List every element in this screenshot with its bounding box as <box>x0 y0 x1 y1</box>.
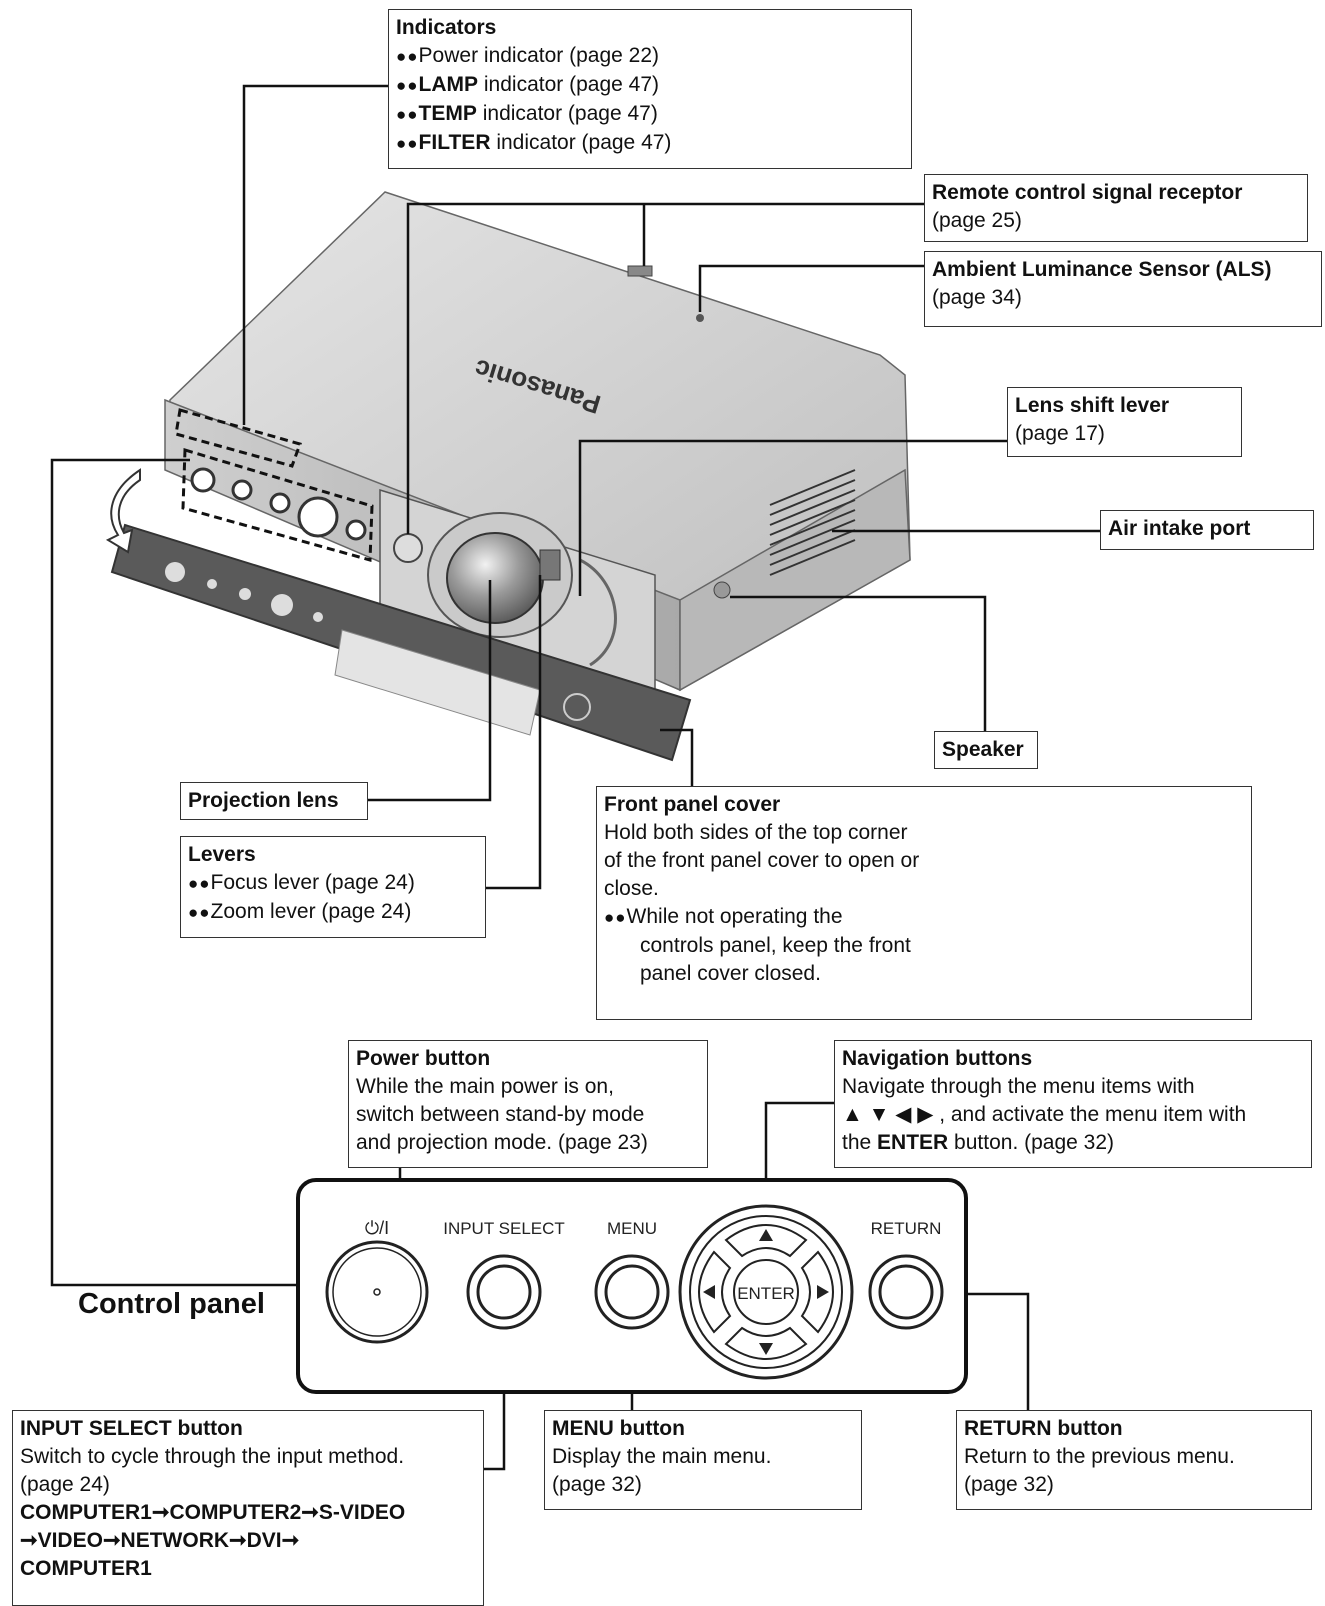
input-select-title: INPUT SELECT button <box>20 1417 243 1440</box>
als-page: (page 34) <box>932 286 1022 309</box>
lever-item-focus: Focus lever (page 24) <box>188 869 478 898</box>
power-button-line-3: and projection mode. (page 23) <box>356 1131 648 1154</box>
front-cover-callout: Front panel cover Hold both sides of the… <box>596 786 1252 1020</box>
power-button-line-1: While the main power is on, <box>356 1075 614 1098</box>
projection-lens-drawing <box>427 512 617 667</box>
als-callout: Ambient Luminance Sensor (ALS) (page 34) <box>924 251 1322 327</box>
remote-receptor-window <box>627 265 653 277</box>
remote-receptor-page: (page 25) <box>932 209 1022 232</box>
navigation-title: Navigation buttons <box>842 1047 1033 1070</box>
navigation-line-1: Navigate through the menu items with <box>842 1075 1195 1098</box>
remote-receptor-callout: Remote control signal receptor (page 25) <box>924 174 1308 242</box>
power-button-title: Power button <box>356 1047 491 1070</box>
remote-receptor-title: Remote control signal receptor <box>932 181 1243 204</box>
front-cover-title: Front panel cover <box>604 793 781 816</box>
input-select-flow-1: COMPUTER1➞COMPUTER2➞S-VIDEO <box>20 1501 406 1524</box>
air-vent-grille <box>769 469 856 576</box>
menu-button-line-1: Display the main menu. <box>552 1445 772 1468</box>
navigation-callout: Navigation buttons Navigate through the … <box>834 1040 1312 1168</box>
levers-callout: Levers Focus lever (page 24) Zoom lever … <box>180 836 486 938</box>
front-cover-bullet-2: controls panel, keep the front <box>640 934 911 957</box>
speaker-title: Speaker <box>942 738 1024 761</box>
buttons-highlight <box>181 448 374 562</box>
control-panel-drawing <box>296 1178 968 1394</box>
indicator-item-temp: TEMP indicator (page 47) <box>396 100 904 129</box>
levers-title: Levers <box>188 843 256 866</box>
menu-button-callout: MENU button Display the main menu. (page… <box>544 1410 862 1510</box>
input-select-callout: INPUT SELECT button Switch to cycle thro… <box>12 1410 484 1606</box>
indicators-title: Indicators <box>396 16 497 39</box>
indicators-highlight <box>174 408 302 468</box>
indicator-item-filter: FILTER indicator (page 47) <box>396 129 904 158</box>
als-title: Ambient Luminance Sensor (ALS) <box>932 258 1272 281</box>
return-button-title: RETURN button <box>964 1417 1123 1440</box>
power-button-line-2: switch between stand-by mode <box>356 1103 645 1126</box>
air-intake-title: Air intake port <box>1108 517 1251 540</box>
lens-shift-title: Lens shift lever <box>1015 394 1170 417</box>
projection-lens-title: Projection lens <box>188 789 339 812</box>
lever-item-zoom: Zoom lever (page 24) <box>188 898 478 927</box>
cp-return-label: RETURN <box>871 1219 942 1238</box>
input-select-flow-3: COMPUTER1 <box>20 1557 152 1580</box>
menu-button-title: MENU button <box>552 1417 685 1440</box>
input-select-line-2: (page 24) <box>20 1473 110 1496</box>
navigation-arrows: ▲ ▼ ◀ ▶ <box>842 1103 934 1126</box>
navigation-line-2: ▲ ▼ ◀ ▶ , and activate the menu item wit… <box>842 1103 1247 1126</box>
menu-button-line-2: (page 32) <box>552 1473 642 1496</box>
power-button-callout: Power button While the main power is on,… <box>348 1040 708 1168</box>
indicator-item-lamp: LAMP indicator (page 47) <box>396 71 904 100</box>
return-button-callout: RETURN button Return to the previous men… <box>956 1410 1312 1510</box>
navigation-line-3: the ENTER button. (page 32) <box>842 1131 1115 1154</box>
front-cover-text-1: Hold both sides of the top corner <box>604 821 908 844</box>
return-button-line-2: (page 32) <box>964 1473 1054 1496</box>
air-intake-callout: Air intake port <box>1100 510 1314 550</box>
front-cover-bullet: While not operating the <box>604 903 1244 932</box>
cp-menu-label: MENU <box>607 1219 657 1238</box>
cp-enter-label: ENTER <box>737 1284 795 1303</box>
indicators-callout: Indicators Power indicator (page 22) LAM… <box>388 9 912 169</box>
top-panel-buttons <box>190 467 367 541</box>
front-cover-text-2: of the front panel cover to open or <box>604 849 920 872</box>
lens-shift-page: (page 17) <box>1015 422 1105 445</box>
return-button-line-1: Return to the previous menu. <box>964 1445 1235 1468</box>
cp-power-label: ⏻/I <box>365 1218 389 1238</box>
open-arrow-icon <box>105 468 141 554</box>
front-cover-text-3: close. <box>604 877 659 900</box>
front-cover-bullet-3: panel cover closed. <box>640 962 821 985</box>
leader-lines <box>50 84 1100 1471</box>
front-receptor <box>393 533 423 563</box>
indicator-item-power: Power indicator (page 22) <box>396 42 904 71</box>
speaker-callout: Speaker <box>934 731 1038 769</box>
speaker-grill <box>713 581 731 599</box>
input-select-flow-2: ➞VIDEO➞NETWORK➞DVI➞ <box>20 1529 300 1552</box>
cp-input-select-label: INPUT SELECT <box>443 1219 565 1238</box>
projection-lens-callout: Projection lens <box>180 782 368 820</box>
lens-shift-callout: Lens shift lever (page 17) <box>1007 387 1242 457</box>
control-panel-title: Control panel <box>78 1288 265 1320</box>
input-select-line-1: Switch to cycle through the input method… <box>20 1445 405 1468</box>
als-sensor <box>696 314 704 322</box>
